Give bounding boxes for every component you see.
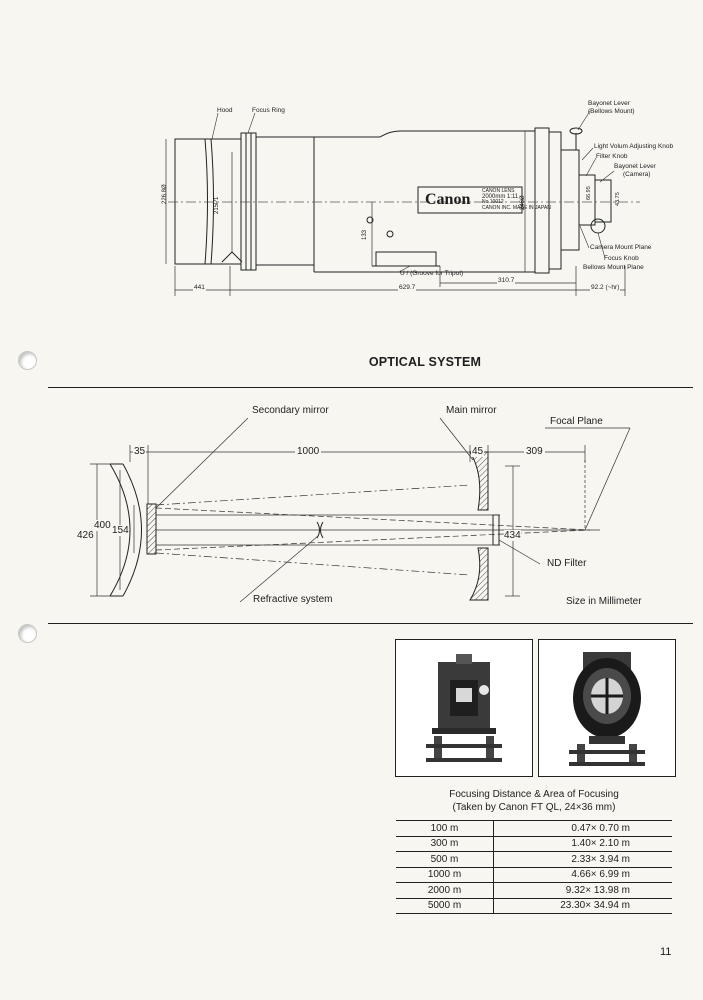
- dim-309: 309: [524, 446, 545, 457]
- dim-4375: 43.75: [615, 192, 621, 206]
- label-tripot-groove: U / (Groove for Tripot): [400, 270, 464, 277]
- punch-hole-bottom: [18, 624, 37, 643]
- lens-plate-text: CANON LENS 2000mm 1:11 No.10012 CANON IN…: [482, 188, 551, 211]
- label-bayonet-lever-bellows: Bayonet Lever: [588, 100, 630, 107]
- area-cell: 1.40× 2.10 m: [493, 835, 672, 852]
- size-note: Size in Millimeter: [566, 596, 642, 607]
- table-row: 1000 m 4.66× 6.99 m: [396, 866, 672, 883]
- distance-cell: 100 m: [396, 820, 494, 837]
- dim-310: 310.7: [497, 277, 516, 284]
- dim-434: 434: [504, 530, 521, 541]
- dim-441: 441: [193, 284, 206, 291]
- distance-cell: 5000 m: [396, 897, 494, 914]
- table-row: 500 m 2.33× 3.94 m: [396, 851, 672, 868]
- label-nd-filter: ND Filter: [547, 558, 587, 569]
- lens-exterior-drawing: [165, 110, 640, 296]
- label-camera-mount-plane: Camera Mount Plane: [590, 244, 652, 251]
- label-filter-knob: Filter Knob: [596, 153, 628, 160]
- label-focal-plane: Focal Plane: [550, 416, 603, 427]
- table-row: 100 m 0.47× 0.70 m: [396, 820, 672, 837]
- photo-lens-front-view: [538, 639, 676, 777]
- distance-cell: 2000 m: [396, 882, 494, 899]
- divider-top: [48, 387, 693, 388]
- dim-215: 215P1: [214, 196, 220, 214]
- divider-bottom: [48, 623, 693, 624]
- focusing-table-title-line2: (Taken by Canon FT QL, 24×36 mm): [452, 802, 616, 813]
- focusing-table: 100 m 0.47× 0.70 m 300 m 1.40× 2.10 m 50…: [396, 820, 672, 914]
- area-cell: 4.66× 6.99 m: [493, 866, 672, 883]
- label-main-mirror: Main mirror: [446, 405, 497, 416]
- dim-1000: 1000: [295, 446, 322, 457]
- dim-400: 400: [94, 520, 111, 531]
- focusing-table-title: Focusing Distance & Area of Focusing (Ta…: [396, 788, 672, 814]
- label-camera: (Camera): [623, 171, 651, 178]
- dim-133: 133: [362, 229, 368, 240]
- dim-35: 35: [133, 446, 147, 457]
- lens-plate-line: No.10012: [482, 199, 504, 205]
- distance-cell: 500 m: [396, 851, 494, 868]
- lens-plate-line: CANON INC. MADE IN JAPAN: [482, 204, 551, 211]
- dim-154: 154: [112, 525, 129, 536]
- label-hood: Hood: [217, 107, 233, 114]
- lens-plate-line: 2000mm 1:11: [482, 193, 519, 200]
- label-focus-ring: Focus Ring: [252, 107, 285, 114]
- lens-rear-illustration: [396, 640, 532, 776]
- dim-246: 246Ø: [520, 195, 526, 210]
- label-refractive-system: Refractive system: [253, 594, 333, 605]
- dim-45: 45: [471, 446, 485, 457]
- label-bellows-mount-plane: Bellows Mount Plane: [583, 264, 644, 271]
- table-row: 2000 m 9.32× 13.98 m: [396, 882, 672, 899]
- area-cell: 23.30× 34.94 m: [493, 897, 672, 914]
- lens-plate-line: CANON LENS: [482, 188, 515, 194]
- canon-brand-logo: Canon: [425, 191, 471, 208]
- label-focus-knob: Focus Knob: [604, 255, 639, 262]
- dim-92: 92.2 (~hr): [590, 284, 621, 291]
- distance-cell: 300 m: [396, 835, 494, 852]
- area-cell: 0.47× 0.70 m: [493, 820, 672, 837]
- optical-system-title: OPTICAL SYSTEM: [368, 355, 482, 369]
- focusing-table-title-line1: Focusing Distance & Area of Focusing: [449, 789, 619, 800]
- label-secondary-mirror: Secondary mirror: [252, 405, 329, 416]
- dim-6695: 66.95: [586, 186, 592, 200]
- optical-system-diagram: [90, 417, 631, 603]
- distance-cell: 1000 m: [396, 866, 494, 883]
- dim-629: 629.7: [398, 284, 417, 291]
- label-light-volume-knob: Light Volum Adjusting Knob: [594, 143, 674, 150]
- dim-226: 226.8Ø: [162, 184, 168, 204]
- punch-hole-top: [18, 351, 37, 370]
- page-number: 11: [660, 946, 672, 958]
- dim-426: 426: [77, 530, 94, 541]
- label-bayonet-lever-camera: Bayonet Lever: [614, 163, 656, 170]
- area-cell: 9.32× 13.98 m: [493, 882, 672, 899]
- photo-lens-rear-view: [395, 639, 533, 777]
- lens-front-illustration: [539, 640, 675, 776]
- table-row: 300 m 1.40× 2.10 m: [396, 835, 672, 852]
- area-cell: 2.33× 3.94 m: [493, 851, 672, 868]
- table-row: 5000 m 23.30× 34.94 m: [396, 897, 672, 914]
- label-bellows-mount: (Bellows Mount): [588, 108, 635, 115]
